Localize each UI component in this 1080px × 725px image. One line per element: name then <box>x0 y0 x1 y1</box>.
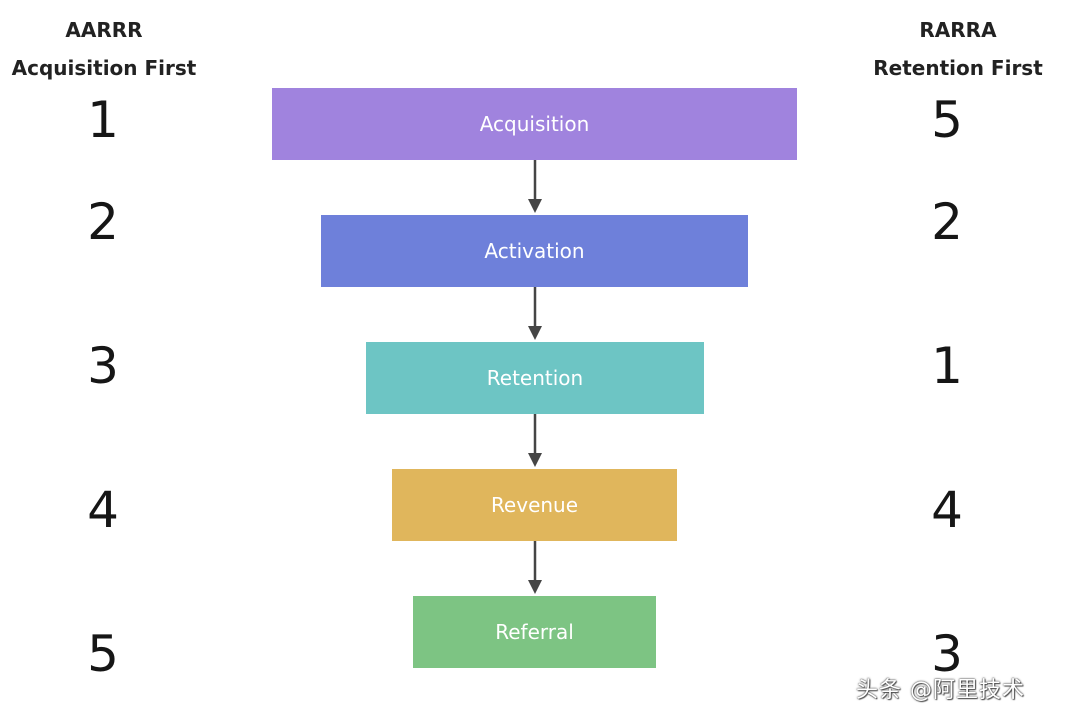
aarrr-rank-activation: 2 <box>87 193 119 251</box>
aarrr-rank-referral: 5 <box>87 625 119 683</box>
aarrr-subtitle: Acquisition First <box>11 56 197 80</box>
funnel-stage-retention: Retention <box>366 342 704 414</box>
funnel-stage-activation: Activation <box>321 215 748 287</box>
rarra-rank-retention: 1 <box>931 337 963 395</box>
stage-label-retention: Retention <box>486 366 584 390</box>
aarrr-rank-revenue: 4 <box>87 481 119 539</box>
funnel-stage-referral: Referral <box>413 596 656 668</box>
aarrr-rank-retention: 3 <box>87 337 119 395</box>
aarrr-title: AARRR <box>65 18 143 42</box>
arrow-activation-to-retention <box>528 287 542 340</box>
funnel-stage-acquisition: Acquisition <box>272 88 797 160</box>
watermark: 头条 @阿里技术 <box>856 678 1025 703</box>
rarra-rank-referral: 3 <box>931 625 963 683</box>
stage-label-activation: Activation <box>484 239 585 263</box>
rarra-rank-acquisition: 5 <box>931 91 963 149</box>
arrow-retention-to-revenue <box>528 414 542 467</box>
stage-label-referral: Referral <box>495 620 574 644</box>
rarra-title: RARRA <box>919 18 997 42</box>
rarra-rank-activation: 2 <box>931 193 963 251</box>
funnel-stage-revenue: Revenue <box>392 469 677 541</box>
stage-label-acquisition: Acquisition <box>479 112 590 136</box>
arrow-revenue-to-referral <box>528 541 542 594</box>
rarra-rank-revenue: 4 <box>931 481 963 539</box>
arrow-acquisition-to-activation <box>528 160 542 213</box>
aarrr-column-title: AARRR Acquisition First <box>0 11 208 87</box>
aarrr-rank-acquisition: 1 <box>87 91 119 149</box>
rarra-column-title: RARRA Retention First <box>852 11 1064 87</box>
rarra-subtitle: Retention First <box>873 56 1043 80</box>
stage-label-revenue: Revenue <box>490 493 579 517</box>
